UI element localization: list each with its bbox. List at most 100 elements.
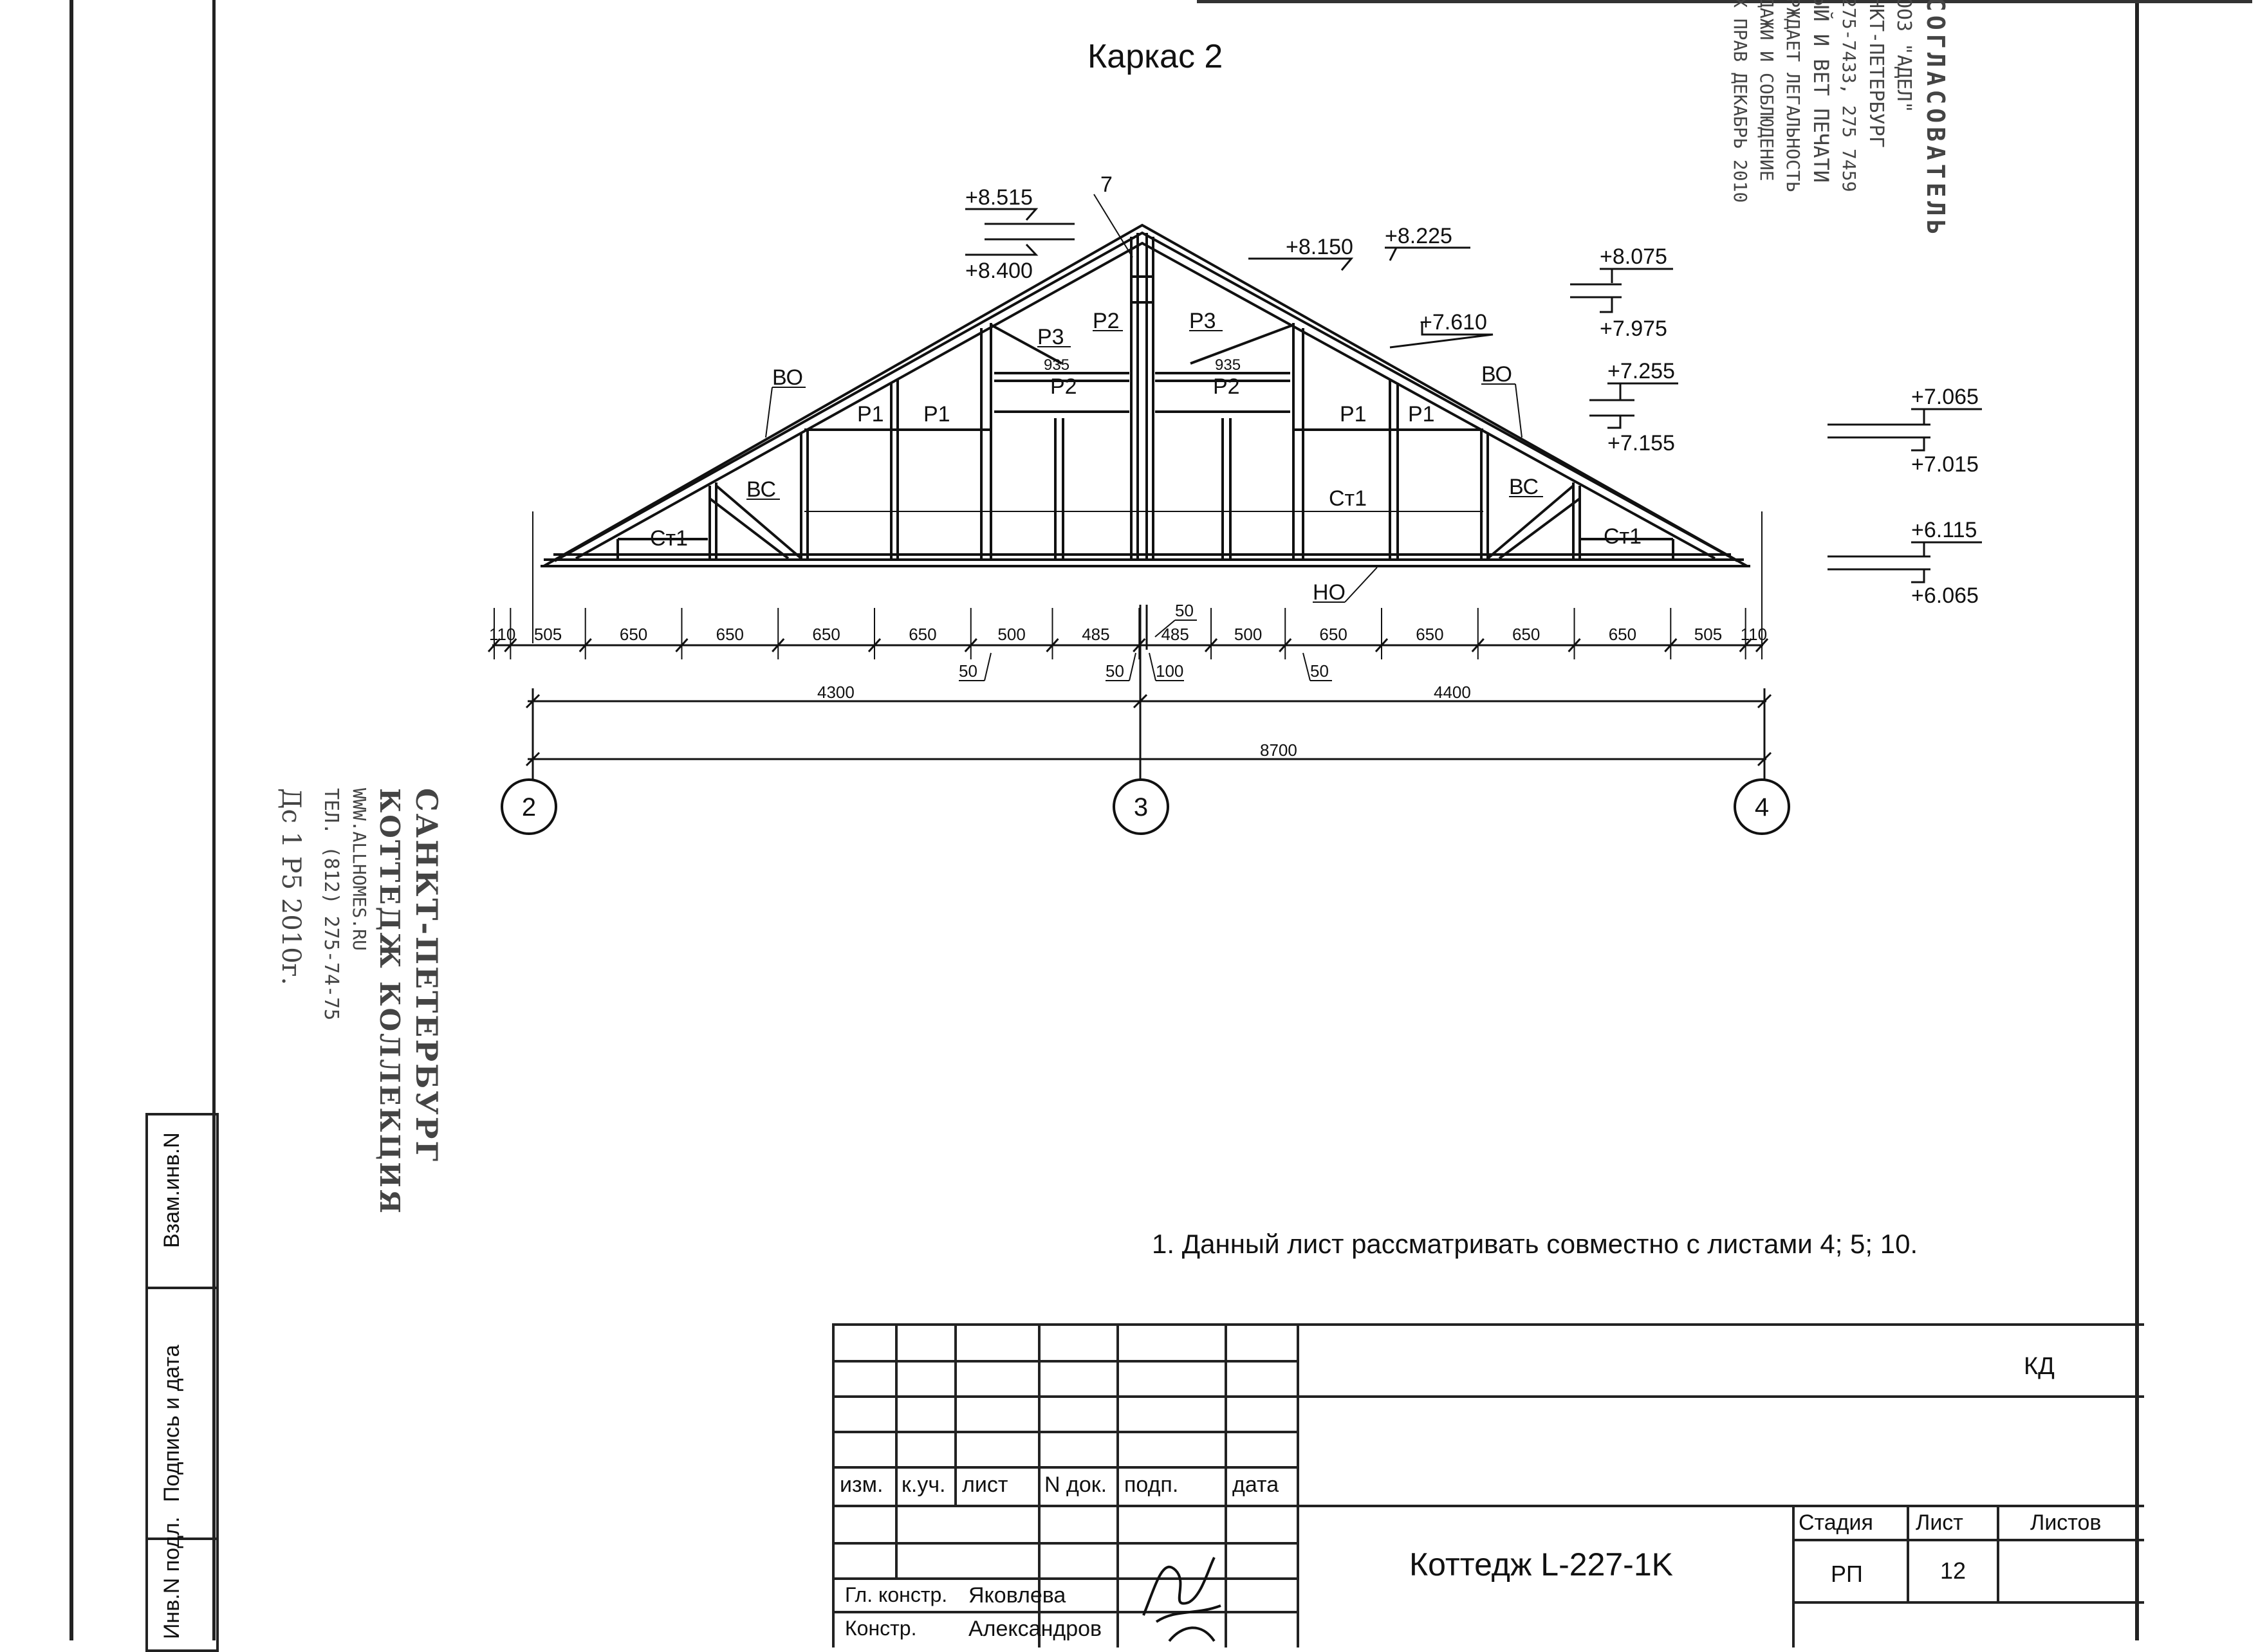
- inner-dim: 935: [1044, 356, 1069, 374]
- tb-stage-value: РП: [1831, 1561, 1863, 1587]
- tb-role: Гл. констр.: [845, 1583, 948, 1606]
- dim-line-row: [492, 605, 1766, 801]
- dim-small: 100: [1156, 661, 1183, 681]
- dim-small-labels: 50 50 50 100 50: [959, 601, 1329, 681]
- inner-dims: 935 935: [1044, 356, 1241, 374]
- member-label: Р1: [923, 402, 950, 427]
- dim-row-label: 650: [620, 625, 647, 644]
- elevation-mark: +6.065: [1911, 583, 1979, 608]
- member-label: Р1: [857, 402, 884, 427]
- dim-row-label: 110: [489, 625, 515, 644]
- elevation-mark: +8.400: [965, 259, 1033, 283]
- elevation-mark: +8.515: [965, 185, 1033, 210]
- dim-totals: 4300 4400 8700: [817, 683, 1471, 760]
- dim-small: 50: [1175, 601, 1194, 620]
- dim-row-label: 505: [1694, 625, 1722, 644]
- side-stamp-podpis: Подпись и дата: [160, 1345, 184, 1502]
- member-label: ВС: [1509, 475, 1539, 499]
- member-label-underlines: [746, 194, 1543, 603]
- title-block: изм. к.уч. лист N док. подп. дата КД Кот…: [832, 1323, 2144, 1647]
- truss-drawing: 7 ВО ВО ВС ВС НО Р1 Р1 Р1 Р1 Р2 Р2 Р2 Р3…: [487, 172, 1982, 835]
- dim-row-label: 650: [716, 625, 744, 644]
- side-stamp-divider: [145, 1537, 216, 1540]
- dim-row-label: 650: [1416, 625, 1443, 644]
- frame-inner-line: [212, 0, 216, 1640]
- elevation-leaders: [965, 208, 1982, 583]
- axis-label: 4: [1755, 793, 1769, 821]
- side-stamp-divider: [145, 1287, 216, 1289]
- tb-stage-label: Стадия: [1799, 1510, 1873, 1535]
- dim-row-label: 485: [1082, 625, 1109, 644]
- member-label: ВС: [746, 477, 776, 502]
- tb-sheet-label: Лист: [1916, 1510, 1963, 1535]
- member-label: Р2: [1050, 374, 1077, 399]
- signature-scribble: [1142, 1557, 1221, 1642]
- member-label: Р1: [1408, 402, 1435, 427]
- tb-header-kuch: к.уч.: [902, 1473, 946, 1497]
- left-stamp: САНКТ-ПЕТЕРБУРГ КОТТЕДЖ КОЛЛЕКЦИЯ WWW.AL…: [276, 788, 444, 1215]
- title-block-grid: [835, 1326, 2144, 1647]
- dim-ticks: [487, 608, 1769, 659]
- dim-row-label: 650: [1609, 625, 1636, 644]
- axis-bubble: [501, 778, 557, 835]
- dim-row-label: 500: [997, 625, 1025, 644]
- dim-row-label: 110: [1741, 625, 1767, 644]
- axis-labels: 2 3 4: [522, 793, 1769, 821]
- dim-small-leaders: [959, 620, 1332, 681]
- side-stamp-inv: Инв.N подл.: [160, 1516, 184, 1639]
- tb-header-list: лист: [962, 1473, 1008, 1497]
- tb-header-ndok: N док.: [1044, 1473, 1107, 1497]
- axis-bubble: [1734, 778, 1790, 835]
- axis-label: 2: [522, 793, 536, 821]
- tb-role: Констр.: [845, 1617, 917, 1640]
- tb-person: Яковлева: [968, 1583, 1066, 1608]
- dim-row-label: 505: [534, 625, 562, 644]
- tb-sheets-label: Листов: [2030, 1510, 2102, 1535]
- member-labels: 7 ВО ВО ВС ВС НО Р1 Р1 Р1 Р1 Р2 Р2 Р2 Р3…: [650, 172, 1642, 605]
- member-label: Ст1: [1329, 486, 1367, 511]
- dim-total: 8700: [1260, 740, 1297, 760]
- elevation-mark: +7.975: [1600, 317, 1667, 341]
- dim-total: 4300: [817, 683, 855, 702]
- left-stamp-line: ТЕЛ. (812) 275-74-75: [320, 788, 342, 1021]
- member-label: Ст1: [650, 526, 688, 551]
- elevation-mark: +8.225: [1385, 224, 1452, 248]
- elevation-marks: +8.515 +8.400 +8.150 +8.225 +8.075 +7.97…: [965, 185, 1979, 608]
- member-label: Ст1: [1604, 524, 1642, 549]
- elevation-mark: +8.150: [1286, 235, 1353, 259]
- member-label: Р2: [1213, 374, 1240, 399]
- dim-total-ticks: [525, 693, 1772, 767]
- frame-left-line: [69, 0, 73, 1640]
- dim-small: 50: [1310, 661, 1329, 681]
- member-label: Р3: [1037, 325, 1064, 349]
- tb-sheet-value: 12: [1940, 1557, 1966, 1584]
- tb-code: КД: [2024, 1353, 2055, 1380]
- axis-label: 3: [1134, 793, 1148, 821]
- frame-right-line: [2135, 0, 2139, 1640]
- elevation-mark: +7.065: [1911, 385, 1979, 409]
- member-label: НО: [1313, 580, 1346, 605]
- elevation-mark: +7.610: [1420, 310, 1487, 335]
- dim-total: 4400: [1434, 683, 1471, 702]
- member-label: Р3: [1189, 309, 1216, 333]
- sheet-title: Каркас 2: [1087, 38, 1223, 75]
- dim-row-label: 650: [812, 625, 840, 644]
- member-label: ВО: [1481, 362, 1512, 387]
- left-stamp-line: Дс 1 Р5 2010г.: [276, 788, 306, 986]
- tb-person: Александров: [968, 1617, 1102, 1641]
- side-stamp-vzam: Взам.инв.N: [160, 1132, 184, 1248]
- elevation-mark: +7.155: [1607, 431, 1675, 455]
- member-label: 7: [1100, 172, 1113, 197]
- axis-bubble: [1113, 778, 1169, 835]
- elevation-mark: +7.015: [1911, 452, 1979, 477]
- frame-top-line: [1197, 0, 2252, 3]
- tb-header-data: дата: [1232, 1473, 1279, 1497]
- inner-dim: 935: [1215, 356, 1241, 374]
- truss-outline: [532, 223, 1763, 643]
- dim-row-label: 500: [1234, 625, 1262, 644]
- dim-row-label: 650: [1319, 625, 1347, 644]
- left-stamp-line: САНКТ-ПЕТЕРБУРГ: [409, 788, 444, 1164]
- tb-project-title: Коттедж L-227-1K: [1409, 1546, 1673, 1583]
- left-stamp-line: WWW.ALLHOMES.RU: [349, 788, 370, 951]
